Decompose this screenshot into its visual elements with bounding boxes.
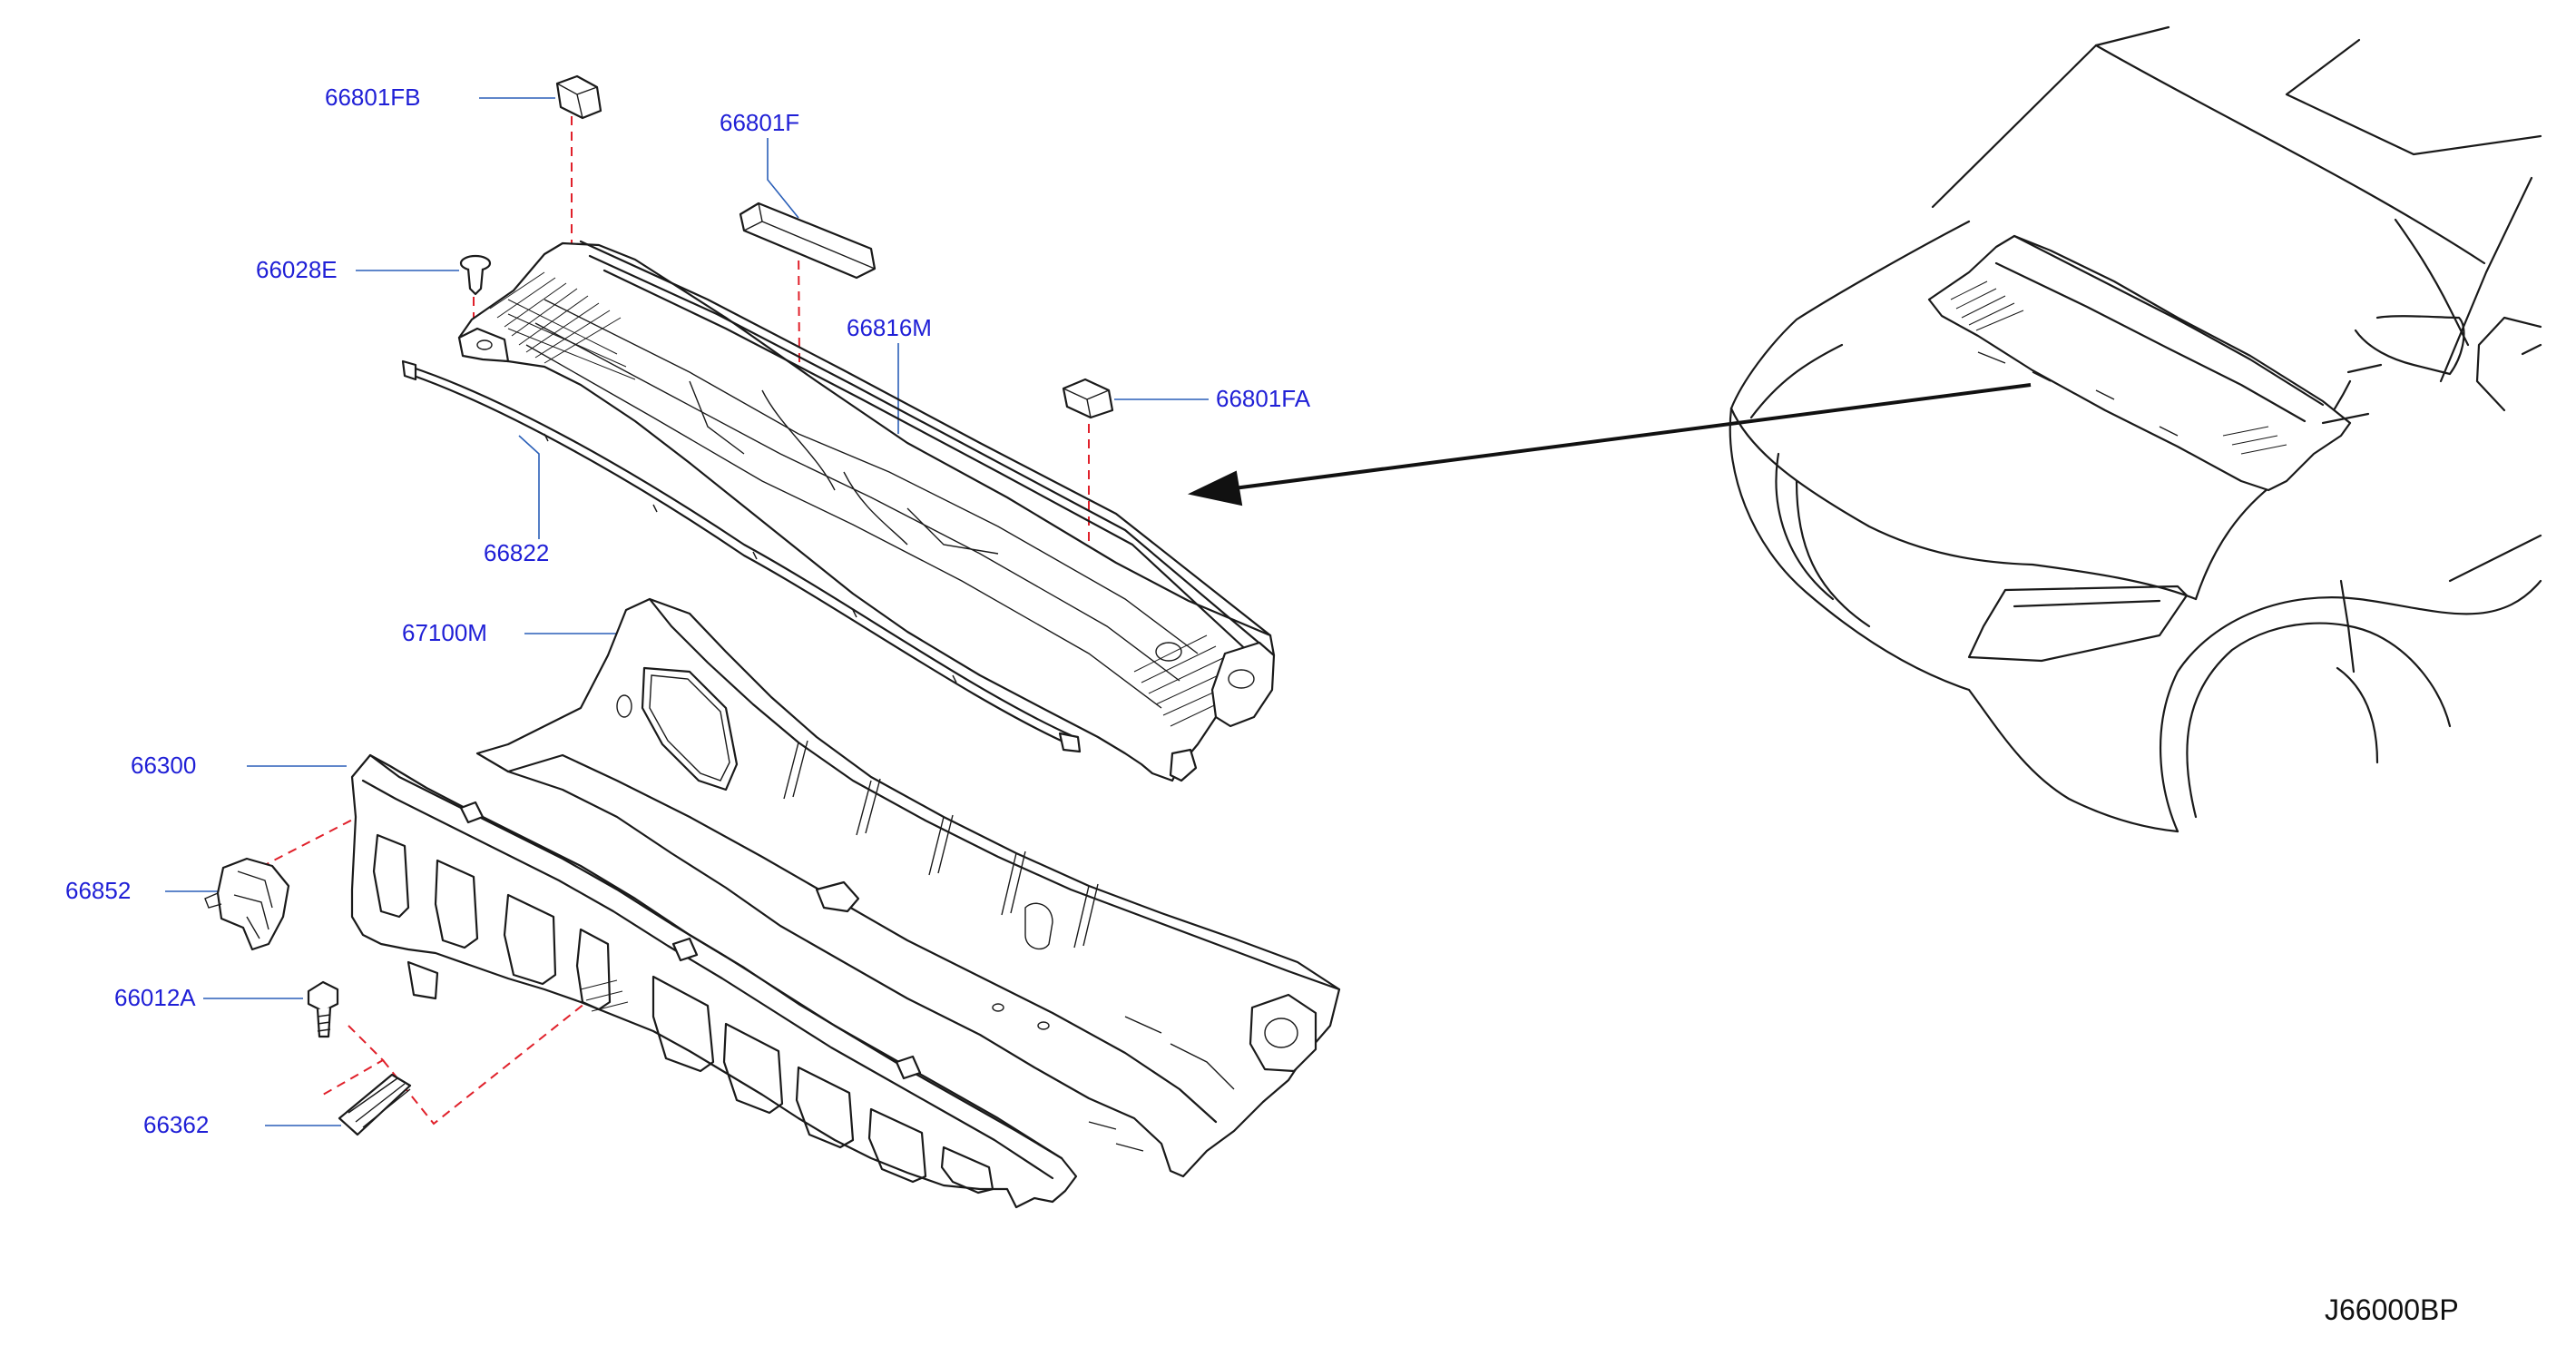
bracket-66362-icon[interactable] <box>338 1073 412 1136</box>
label-66801F[interactable]: 66801F <box>720 109 799 136</box>
seal-66822[interactable] <box>401 359 1082 753</box>
label-66300[interactable]: 66300 <box>131 752 196 779</box>
label-66816M[interactable]: 66816M <box>847 314 932 341</box>
leader-lines <box>165 97 1209 1126</box>
clip-66801FB-icon[interactable] <box>555 74 602 120</box>
label-66028E[interactable]: 66028E <box>256 256 338 283</box>
seal-66801F-icon[interactable] <box>739 202 877 280</box>
vehicle-front-view <box>1729 25 2542 833</box>
cowl-top-66816M[interactable] <box>457 240 1276 782</box>
cowl-panel-67100M[interactable] <box>475 597 1341 1178</box>
label-66801FB[interactable]: 66801FB <box>325 84 421 111</box>
right-vent-grille <box>1133 634 1248 727</box>
cowl-lower-66300[interactable] <box>350 753 1078 1209</box>
label-67100M[interactable]: 67100M <box>402 619 487 646</box>
pushpin-66028E-icon[interactable] <box>459 254 492 296</box>
location-arrow <box>1187 383 2032 506</box>
label-66362[interactable]: 66362 <box>143 1111 209 1138</box>
left-vent-grille <box>489 271 636 380</box>
label-66012A[interactable]: 66012A <box>114 984 196 1011</box>
label-66822[interactable]: 66822 <box>484 539 549 566</box>
clip-66801FA-icon[interactable] <box>1062 378 1114 419</box>
bolt-66012A-icon[interactable] <box>307 980 339 1038</box>
diagram-code: J66000BP <box>2325 1293 2459 1326</box>
label-66852[interactable]: 66852 <box>65 877 131 904</box>
bracket-66852-icon[interactable] <box>204 857 290 951</box>
label-66801FA[interactable]: 66801FA <box>1216 385 1311 412</box>
